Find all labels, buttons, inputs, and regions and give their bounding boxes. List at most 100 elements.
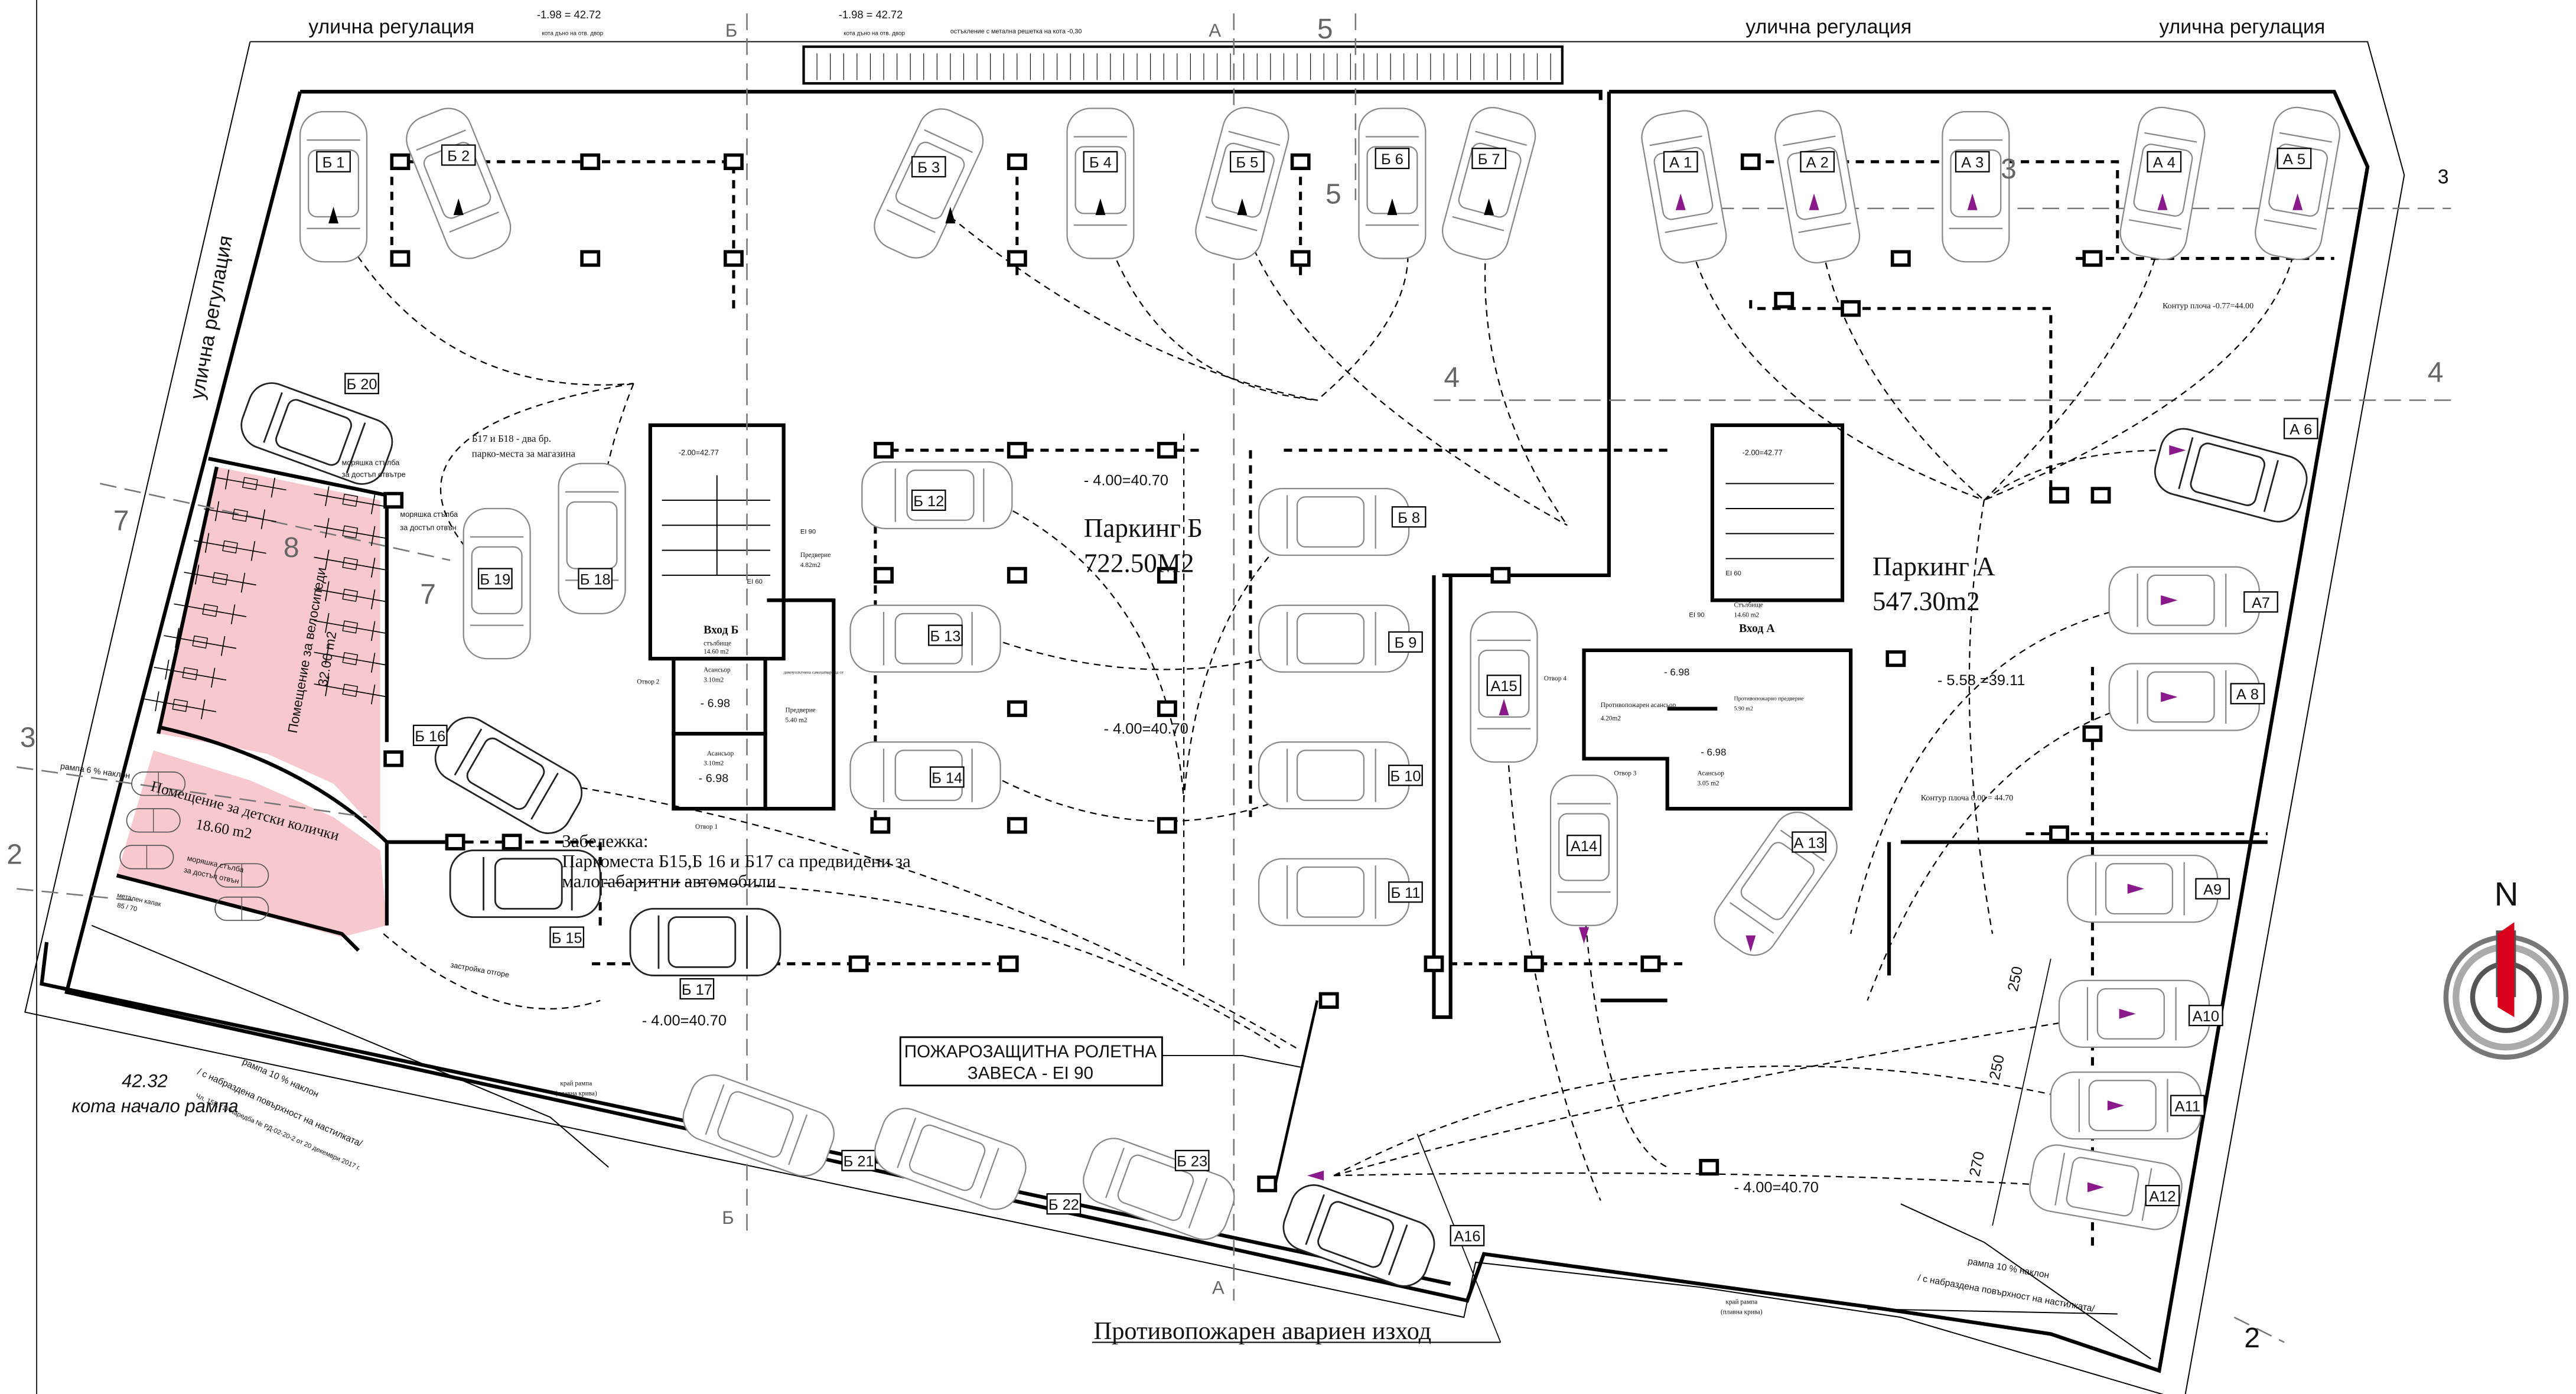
bicycle-icon — [314, 549, 387, 578]
parking-spot[interactable]: А10 — [2058, 979, 2223, 1048]
column — [724, 153, 744, 170]
arrow-icon — [1579, 927, 1589, 944]
stroller-room — [116, 750, 387, 937]
level-mark: - 4.00=40.70 — [1084, 472, 1168, 488]
parking-spot[interactable]: А 2 — [1771, 107, 1863, 266]
column — [1841, 300, 1861, 317]
section-mark-7: 7 — [113, 506, 129, 537]
spot-label: Б 23 — [1177, 1154, 1207, 1170]
parking-spot[interactable]: А 8 — [2108, 663, 2265, 731]
parking-spot[interactable]: А7 — [2108, 566, 2278, 634]
parking-spot[interactable]: Б 7 — [1437, 102, 1541, 265]
parking-spot[interactable]: Б 19 — [463, 507, 531, 660]
column — [2082, 725, 2103, 742]
parking-spot[interactable]: А 1 — [1638, 107, 1730, 266]
arrow-icon — [1675, 193, 1686, 210]
spot-label-box — [1174, 1149, 1210, 1171]
grating-bars — [816, 53, 1551, 80]
bicycle-icon — [154, 659, 227, 688]
car-icon — [2029, 1144, 2183, 1230]
section-mark-b: Б — [725, 20, 737, 41]
parking-spot[interactable]: Б 11 — [1258, 858, 1423, 926]
column — [724, 250, 744, 267]
spot-label-box — [1391, 506, 1427, 528]
core-b-lobby-2-area: 5.40 m2 — [785, 716, 807, 724]
ladder-label: за достъп отвън — [400, 524, 456, 532]
car-icon — [1714, 812, 1838, 956]
car-icon — [1942, 111, 2010, 263]
plot-boundary — [24, 41, 2405, 1394]
parking-spot[interactable]: А 5 — [2252, 104, 2343, 263]
column — [383, 491, 404, 509]
column — [390, 250, 411, 267]
section-marks: Б Б А А 5 5 3 3 3 4 4 7 7 8 2 2 — [6, 14, 2448, 1354]
parking-spot[interactable]: Б 20 — [235, 373, 399, 490]
spot-label-box — [578, 568, 613, 589]
spot-label-box — [679, 978, 715, 1000]
parking-spot[interactable]: Б 1 — [299, 111, 368, 263]
parking-spot[interactable]: А15 — [1470, 611, 1538, 763]
spot-label-box — [2283, 418, 2318, 439]
core-a-opening-3: Отвор 3 — [1614, 770, 1636, 777]
parking-spot[interactable]: А 6 — [2150, 418, 2318, 527]
parking-spot[interactable]: Б 14 — [849, 741, 1001, 810]
core-b-entry: Вход Б — [704, 624, 738, 637]
car-icon — [849, 741, 1001, 810]
column — [870, 817, 891, 834]
parking-spot[interactable]: Б 3 — [867, 102, 991, 266]
parking-spot[interactable]: Б 16 — [412, 709, 590, 842]
parking-spot[interactable]: Б 6 — [1358, 108, 1427, 259]
stroller-icon — [126, 808, 181, 833]
core-a-lift-area: 3.05 m2 — [1697, 780, 1719, 787]
note-title: Забележка: — [562, 830, 648, 851]
ramp-outline — [91, 924, 2151, 1360]
fire-curtain-box — [899, 1036, 1163, 1087]
parking-spot[interactable]: А 13 — [1705, 803, 1846, 965]
parking-spot[interactable]: Б 8 — [1258, 487, 1427, 556]
spot-label: Б 15 — [552, 930, 582, 946]
parking-spot[interactable]: Б 12 — [861, 461, 1013, 530]
stroller-icon — [119, 845, 174, 869]
parking-spot[interactable]: А14 — [1549, 774, 1618, 926]
parking-spot[interactable]: Б 22 — [868, 1102, 1082, 1216]
spot-label-box — [1800, 151, 1835, 172]
car-icon — [558, 463, 626, 614]
parking-spot[interactable]: Б 2 — [399, 102, 517, 266]
parking-spot[interactable]: Б 17 — [629, 908, 781, 1000]
parking-spot[interactable]: А 3 — [1942, 111, 2010, 263]
column — [501, 833, 522, 851]
column — [1424, 955, 1444, 972]
parking-spot[interactable]: Б 18 — [558, 463, 626, 614]
parking-spot[interactable]: А16 — [1277, 1178, 1485, 1292]
column — [874, 442, 894, 459]
parking-spot[interactable]: Б 13 — [849, 604, 1001, 673]
car-icon — [2154, 428, 2308, 523]
parking-spot[interactable]: А9 — [2066, 855, 2230, 923]
parking-spot[interactable]: Б 21 — [677, 1069, 877, 1183]
street-regulation-label: улична регулация — [308, 15, 474, 38]
arrow-icon — [1307, 1170, 1324, 1181]
bicycle-icon — [314, 581, 387, 610]
street-regulation-label: улична регулация — [1745, 15, 1911, 38]
parking-spot[interactable]: Б 15 — [449, 849, 601, 948]
parking-spot[interactable]: А11 — [2050, 1071, 2205, 1140]
column — [1640, 955, 1661, 972]
column — [1007, 700, 1027, 717]
parking-spot[interactable]: А 4 — [2116, 104, 2208, 263]
parking-spot[interactable]: Б 9 — [1258, 604, 1423, 673]
parking-spot[interactable]: Б 10 — [1258, 741, 1423, 810]
column — [1157, 700, 1177, 717]
parking-spot[interactable]: Б 23 — [1077, 1132, 1240, 1246]
ladder-label: моряшка стълба — [342, 459, 400, 467]
overbuild-label: застройка отгоре — [450, 960, 510, 979]
shop-spots-note: Б17 и Б18 - два бр. — [472, 433, 551, 444]
spot-label-box — [1471, 148, 1506, 170]
section-mark-b: Б — [722, 1207, 734, 1228]
car-icon — [1774, 110, 1861, 263]
parking-spot[interactable]: А12 — [2026, 1141, 2186, 1233]
parking-spot[interactable]: Б 4 — [1066, 108, 1135, 259]
core-a-fire-lobby: Противопожарно предверие — [1734, 696, 1804, 702]
parking-spot[interactable]: Б 5 — [1190, 102, 1294, 265]
spot-label: Б 16 — [415, 728, 445, 745]
column — [1007, 153, 1027, 170]
